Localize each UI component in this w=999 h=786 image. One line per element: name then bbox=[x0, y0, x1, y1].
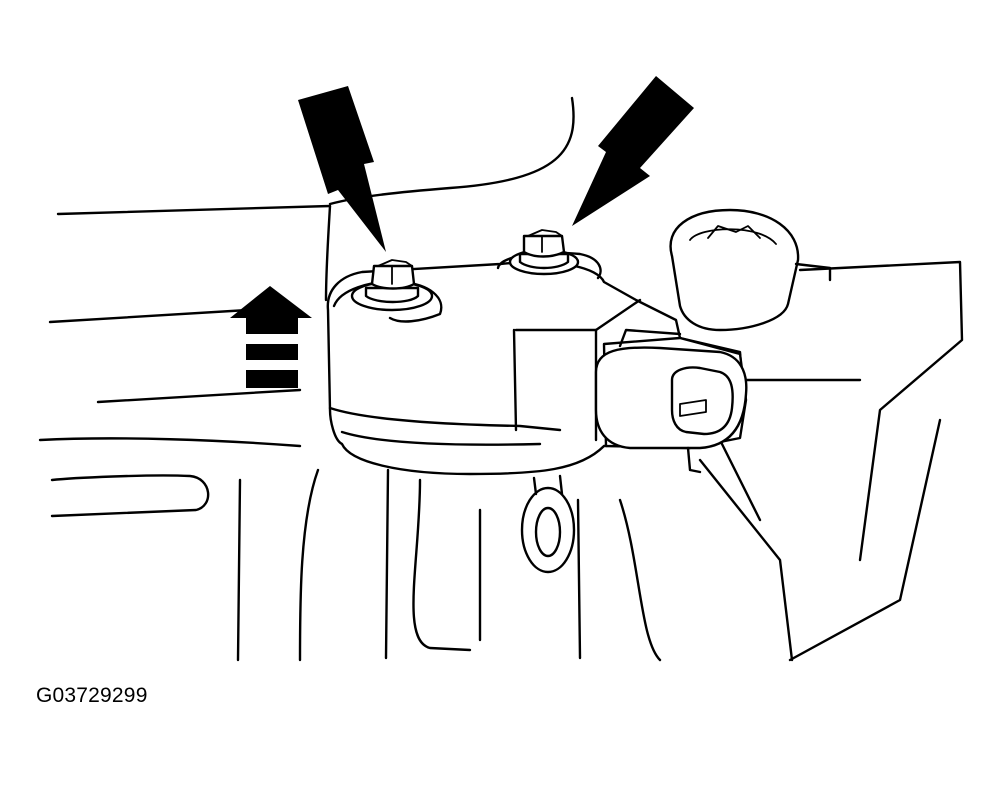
bolt-right bbox=[508, 229, 580, 276]
figure-id-label: G03729299 bbox=[36, 684, 148, 707]
callout-arrow-right bbox=[572, 76, 694, 226]
front-direction-arrow bbox=[230, 286, 312, 388]
socket-cylinder bbox=[669, 208, 832, 332]
callout-arrow-left bbox=[298, 86, 386, 252]
bolt-left bbox=[350, 259, 434, 312]
engine-casting bbox=[38, 96, 964, 662]
electrical-connector bbox=[594, 328, 748, 474]
mounting-eyelet bbox=[520, 474, 576, 574]
